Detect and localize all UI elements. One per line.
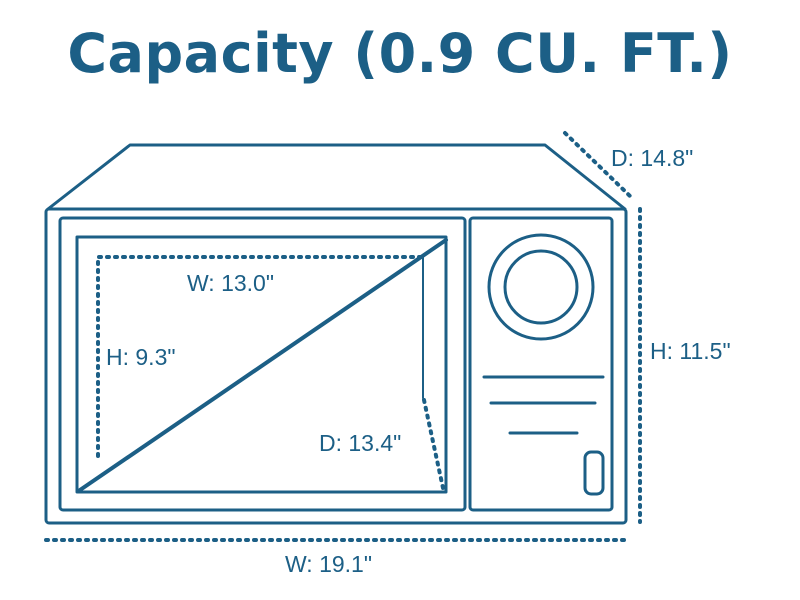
door-frame: [58, 216, 467, 512]
exterior-width-label: W: 19.1": [285, 551, 373, 577]
microwave-body: [44, 207, 628, 525]
interior-diagonal: [78, 238, 448, 492]
exterior-height-label: H: 11.5": [650, 338, 731, 364]
page-title: Capacity (0.9 CU. FT.): [67, 22, 733, 85]
cavity-frame: [75, 235, 448, 494]
control-knob-inner: [503, 249, 579, 325]
interior-depth-guide: [422, 398, 445, 490]
interior-depth-label: D: 13.4": [319, 430, 402, 456]
control-knob-outer: [487, 233, 595, 341]
door-handle: [583, 450, 605, 496]
control-panel: [468, 216, 614, 512]
interior-width-height-guide: [96, 255, 428, 458]
microwave-top: [46, 143, 627, 211]
exterior-depth-guide: [563, 131, 633, 199]
exterior-depth-label: D: 14.8": [611, 145, 694, 171]
interior-height-label: H: 9.3": [106, 344, 176, 370]
interior-width-label: W: 13.0": [187, 270, 275, 296]
